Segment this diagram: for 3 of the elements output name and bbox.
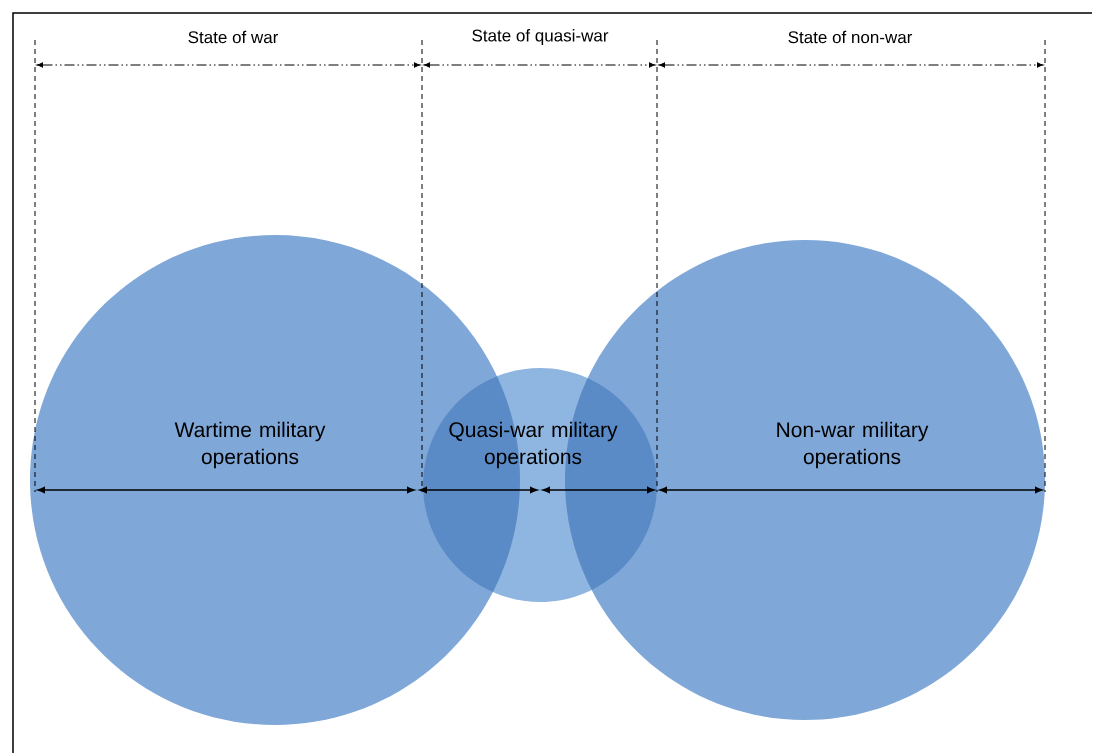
state-label: State of non-war xyxy=(788,30,913,44)
state-label: State of quasi-war xyxy=(472,29,609,45)
state-label: State of war xyxy=(188,30,279,44)
